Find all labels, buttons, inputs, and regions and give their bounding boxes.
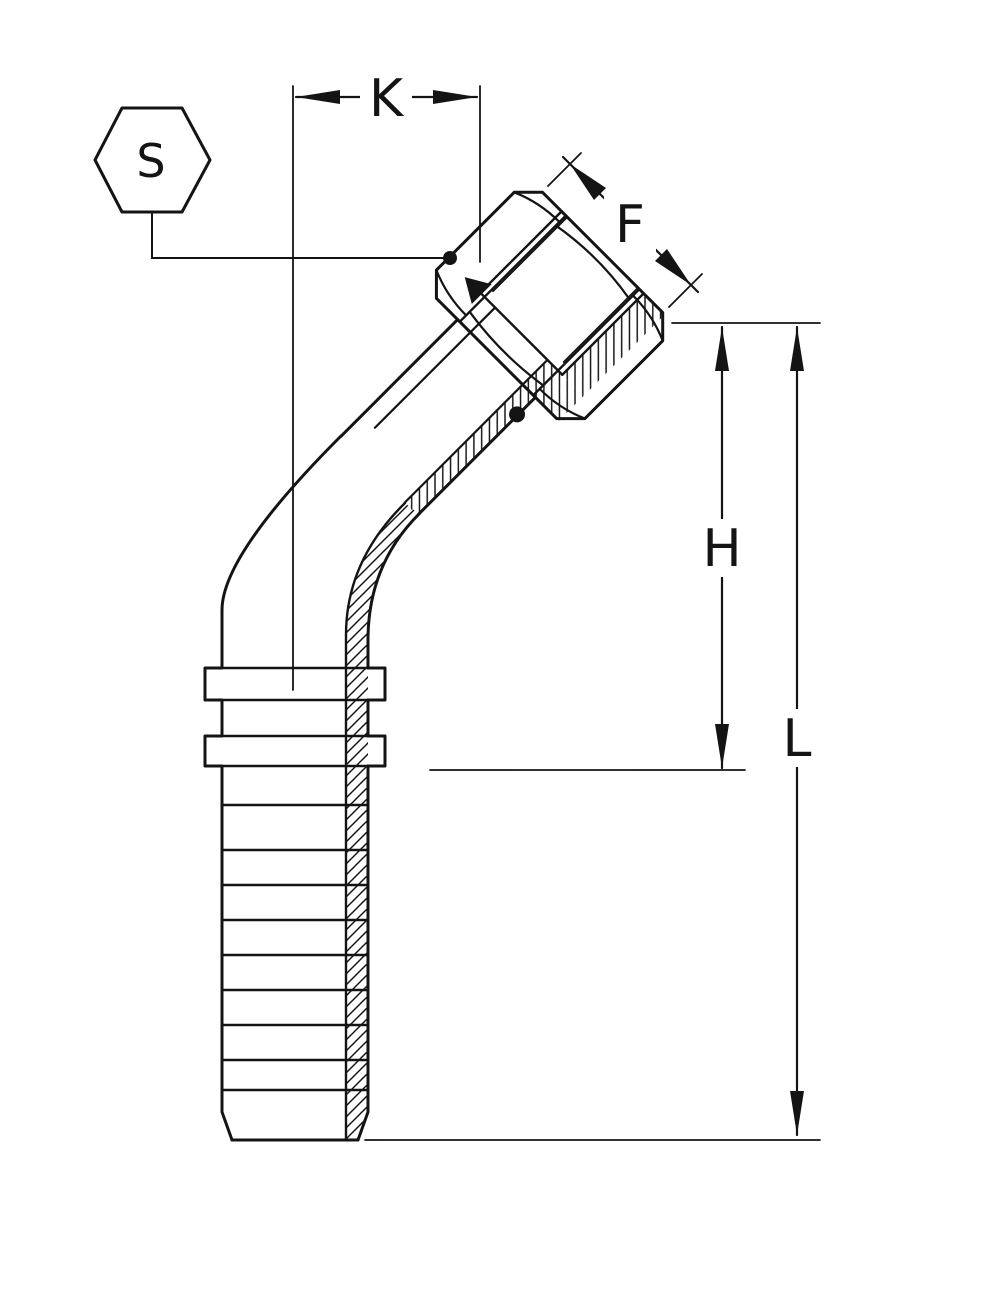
- dimension-label-f: F: [615, 195, 645, 255]
- shank-section-hatch: [346, 503, 419, 1140]
- head-section-hatch: [404, 293, 665, 516]
- thread-undercut-groove: [464, 277, 492, 305]
- callout-leader-dot: [443, 251, 457, 265]
- arrowhead-h-bottom: [715, 724, 729, 768]
- female-thread: [479, 210, 645, 376]
- dimension-label-l: L: [783, 709, 812, 769]
- dimension-k: [292, 85, 481, 691]
- arrowhead-k-right: [433, 90, 477, 104]
- bend-outer-right: [366, 512, 421, 642]
- dimension-label-h: H: [702, 519, 741, 579]
- hex-flat-line-top: [458, 214, 568, 323]
- label-bg-k: [360, 70, 412, 126]
- barb-ridge-lines: [220, 848, 370, 1092]
- callout-label-s: S: [136, 134, 165, 188]
- dimension-labels: K F H L: [360, 69, 823, 769]
- label-bg-h: [696, 519, 748, 577]
- neck-wall-top: [339, 318, 460, 438]
- section-reference-dot: [509, 406, 526, 423]
- label-bg-f: [604, 196, 656, 252]
- arrowhead-k-left: [296, 90, 340, 104]
- callout-hexagon: [93, 106, 212, 214]
- dimension-label-k: K: [369, 69, 405, 129]
- callout-leader-line: [151, 212, 444, 259]
- arrowhead-l-bottom: [790, 1091, 804, 1135]
- bend-outer-left: [220, 434, 343, 612]
- neck-bore-top: [373, 306, 497, 429]
- arrowhead-h-top: [715, 327, 729, 371]
- hex-size-callout: S: [93, 106, 457, 265]
- bore-inner-line: [344, 501, 407, 1142]
- extension-line-f-bottom: [668, 273, 703, 308]
- elbow-head: [339, 190, 665, 516]
- arrowhead-l-top: [790, 327, 804, 371]
- dimension-h: [429, 322, 821, 771]
- dimension-l: [364, 325, 821, 1141]
- label-bg-l: [771, 709, 823, 767]
- fitting-body: [203, 190, 665, 1142]
- arrowhead-f-bottom: [655, 249, 691, 285]
- extension-line-f-top: [547, 152, 582, 187]
- arrowhead-f-top: [570, 164, 606, 200]
